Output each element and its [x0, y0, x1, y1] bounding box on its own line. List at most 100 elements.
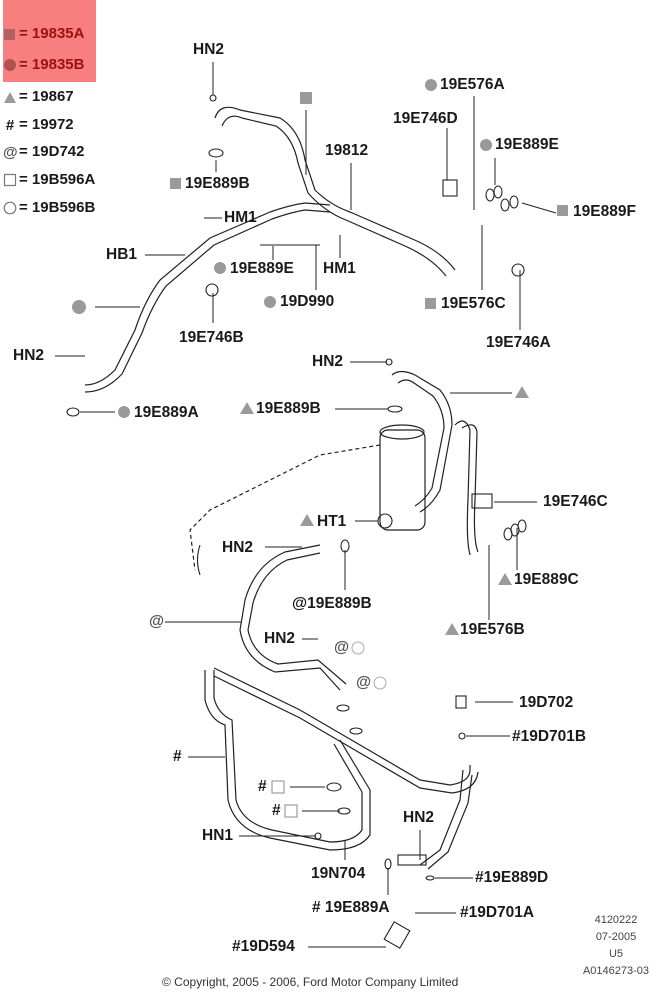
legend-item-19867: = 19867	[3, 88, 74, 105]
tube-hash-a	[204, 670, 371, 851]
callout-19e746a: 19E746A	[486, 334, 551, 351]
tube-right-b	[427, 774, 473, 870]
ref-id: A0146273-03	[582, 965, 650, 977]
callout-19e889e-left: 19E889E	[230, 260, 294, 277]
callout-19e889b-mid: 19E889B	[256, 400, 321, 417]
legend-text: = 19835B	[19, 56, 85, 73]
callout-19e746d: 19E746D	[393, 110, 458, 127]
legend-highlight	[3, 0, 96, 82]
callout-hn2-left: HN2	[13, 347, 45, 364]
callout-symbols	[72, 79, 568, 818]
legend-text: = 19835A	[19, 25, 85, 42]
accumulator	[379, 429, 426, 531]
circle-open-icon	[373, 676, 387, 690]
callout-19n704: 19N704	[311, 865, 366, 882]
callout-19812: 19812	[325, 142, 369, 159]
hose-at-b	[247, 552, 347, 685]
hose-left-b	[84, 209, 331, 393]
circle-filled-icon	[118, 406, 130, 418]
legend-item-19972: #= 19972	[3, 116, 74, 134]
hose-left-a	[84, 202, 331, 386]
circle-filled-icon	[214, 262, 226, 274]
square-filled-icon	[170, 178, 181, 189]
leader-lines	[55, 62, 557, 948]
tube-hash-b	[213, 670, 363, 843]
circle-filled-icon	[425, 79, 437, 91]
hose-upper-a	[214, 106, 456, 271]
circle-filled-icon	[4, 59, 16, 72]
hose-mid-c	[454, 420, 471, 556]
square-filled-icon	[557, 205, 568, 216]
callout-19e889a-bottom: # 19E889A	[312, 899, 390, 916]
at-icon: @	[3, 143, 18, 161]
callout-19d702: 19D702	[519, 694, 574, 711]
callout-19d701b: #19D701B	[512, 728, 587, 745]
legend-text: = 19972	[19, 116, 74, 133]
triangle-filled-icon	[300, 514, 314, 526]
square-filled-icon	[4, 29, 15, 41]
callout-19d990: 19D990	[280, 293, 335, 310]
callout-at-hose: @	[149, 613, 165, 630]
legend-text: = 19B596A	[19, 171, 96, 188]
hose-at-a	[239, 544, 341, 691]
triangle-filled-icon	[515, 386, 529, 398]
dashed-line	[189, 444, 381, 571]
callout-19e889c: 19E889C	[514, 571, 579, 588]
callout-hm1-left: HM1	[224, 209, 257, 226]
hose-mid-b	[397, 379, 445, 507]
circle-filled-icon	[480, 139, 492, 151]
small-parts	[66, 94, 527, 949]
callout-19e889f: 19E889F	[573, 203, 636, 220]
callout-19d594: #19D594	[232, 938, 295, 955]
callout-19d701a: #19D701A	[460, 904, 535, 921]
callout-19e576b: 19E576B	[460, 621, 525, 638]
callout-hn1: HN1	[202, 827, 234, 844]
callout-19e746b: 19E746B	[179, 329, 244, 346]
circle-open-icon	[351, 641, 365, 655]
triangle-filled-icon	[445, 623, 459, 635]
legend-item-19b596a: = 19B596A	[3, 171, 95, 188]
callout-hn2-small: HN2	[264, 630, 296, 647]
callout-hash-square-1: #	[258, 778, 267, 795]
callout-19e889a-top: 19E889A	[134, 404, 199, 421]
square-filled-icon	[425, 298, 436, 309]
ref-code: U5	[608, 948, 624, 960]
hose-mid-a	[391, 370, 453, 513]
callout-hn2-mid: HN2	[312, 353, 344, 370]
circle-filled-icon	[264, 296, 276, 308]
callout-ht1: HT1	[317, 513, 347, 530]
legend-text: = 19867	[19, 88, 74, 105]
callout-hash-square-2: #	[272, 802, 281, 819]
legend-text: = 19D742	[19, 143, 85, 160]
tube-long-b	[213, 675, 479, 794]
square-open-icon	[271, 780, 285, 794]
tube-right	[419, 769, 464, 866]
ref-number: 4120222	[594, 914, 638, 926]
callout-at-circle-1: @	[334, 639, 350, 656]
legend-item-19835b: = 19835B	[3, 56, 84, 73]
callout-hn2-bottom: HN2	[403, 809, 435, 826]
triangle-filled-icon	[498, 573, 512, 585]
triangle-filled-icon	[240, 402, 254, 414]
legend-item-19835a: = 19835A	[3, 25, 84, 42]
circle-filled-icon	[72, 300, 86, 314]
callout-hn2-lower: HN2	[222, 539, 254, 556]
callout-19e889e-right: 19E889E	[495, 136, 559, 153]
callout-19e889b-top: 19E889B	[185, 175, 250, 192]
callout-hash-tube: #	[173, 748, 182, 765]
square-filled-icon	[300, 92, 312, 104]
hose-mid-d	[461, 424, 479, 553]
hash-icon: #	[5, 116, 15, 134]
legend-text: = 19B596B	[19, 199, 96, 216]
callout-at-19e889b: @19E889B	[292, 595, 372, 612]
callout-19e746c: 19E746C	[543, 493, 608, 510]
hose-upper-b	[221, 115, 447, 277]
legend-item-19b596b: = 19B596B	[3, 199, 95, 216]
callout-19e576c: 19E576C	[441, 295, 506, 312]
hoses	[84, 106, 479, 870]
callout-19e576a: 19E576A	[440, 76, 505, 93]
tube-long-a	[213, 667, 471, 786]
callout-at-circle-2: @	[356, 674, 372, 691]
callout-19e889d: #19E889D	[475, 869, 549, 886]
